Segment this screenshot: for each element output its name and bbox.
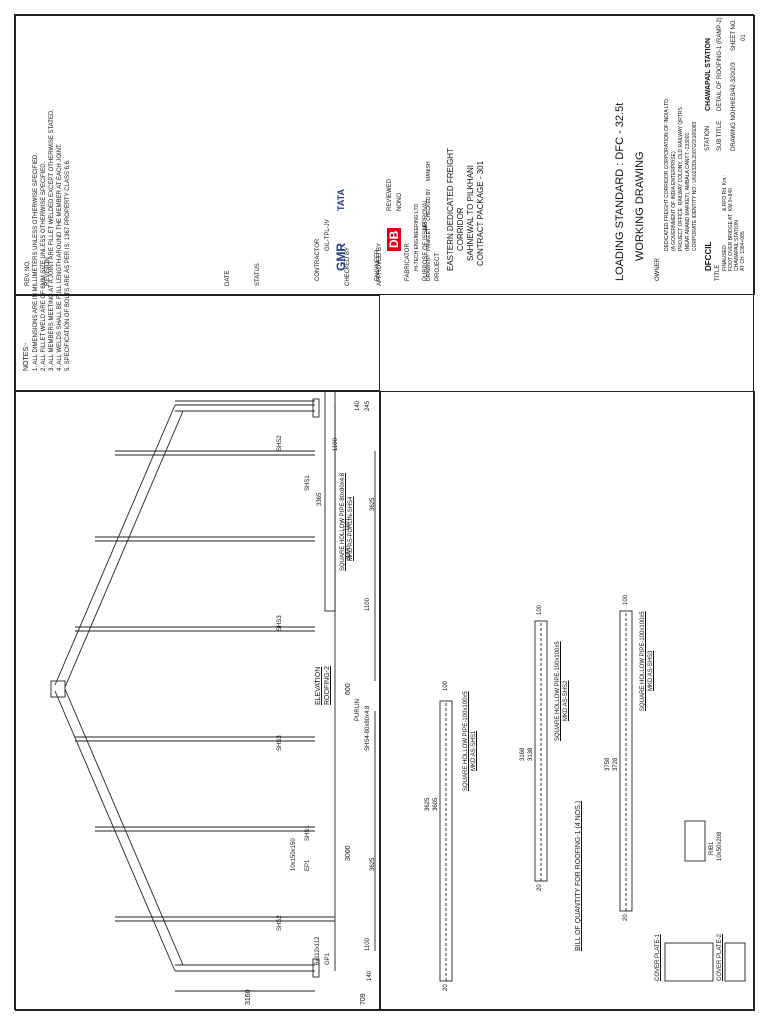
elevation-drawing bbox=[50, 398, 376, 992]
member1-dim-a: 3605 bbox=[433, 797, 439, 811]
owner-line-3: PROJECT OFFICE: RAILWAY COLONY, OLD RAIL… bbox=[678, 105, 684, 251]
member2-dim-d: 20 bbox=[537, 884, 543, 891]
member2-dim-b: 3168 bbox=[520, 747, 526, 761]
sub-title: DETAIL OF ROOFING-1 (RAMP-2) bbox=[717, 17, 723, 111]
fabricator-label: FABRICATOR bbox=[405, 243, 411, 281]
reviewed-label: REVIEWED bbox=[387, 178, 393, 211]
purlin-dim: 3365 bbox=[317, 492, 323, 506]
member2-mkd: MKD AS-SHS2 bbox=[563, 680, 569, 721]
project-line-3: SAHNEWAL TO PILKHANI bbox=[466, 164, 475, 261]
member3-dim-c: 100 bbox=[623, 594, 629, 605]
title-label: TITLE bbox=[715, 264, 721, 281]
member2-dim-a: 3138 bbox=[528, 747, 534, 761]
notes-heading: NOTES:- bbox=[23, 342, 30, 371]
member1-dim-d: 20 bbox=[443, 984, 449, 991]
landscape-drawing: ELEVATION ROOFING-2 3000 600 3000 3160 7… bbox=[15, 15, 755, 1011]
owner-line-1: DEDICATED FREIGHT CORRIDOR CORPORATION O… bbox=[664, 97, 670, 251]
tata-logo: TATA bbox=[336, 189, 346, 211]
fabricator: HI-TECH ENGINEERING LTD bbox=[414, 203, 420, 271]
member2-dim-c: 100 bbox=[537, 604, 543, 615]
drawing-no: HH/ES/42-320/2/3 bbox=[731, 62, 737, 111]
project-line-4: CONTRACT PACKAGE - 301 bbox=[476, 160, 485, 266]
member3-mkd: MKD AS-SHS3 bbox=[648, 650, 654, 691]
drawing-label: DRAWING NO. bbox=[731, 109, 737, 151]
owner-line-4: (NEAR ANAND MARKET), AMBALA CANTT -13300… bbox=[685, 132, 691, 251]
purlin-title: SQUARE HOLLOW PIPE-80x80x4.8 bbox=[340, 472, 346, 571]
db-logo: DB bbox=[387, 227, 401, 251]
sub-title-label: SUB TITLE bbox=[717, 120, 723, 151]
member3-dim-d: 20 bbox=[623, 914, 629, 921]
sheet-label: SHEET NO. bbox=[731, 18, 737, 51]
member3-dim-a: 3728 bbox=[613, 757, 619, 771]
boq-title: BILL OF QUANTITY FOR ROOFING-1 (4 NOS.) bbox=[575, 800, 582, 951]
name-2: MANISH bbox=[426, 161, 432, 181]
owner-label: OWNER bbox=[655, 258, 661, 281]
name-1: PANKEET bbox=[426, 228, 432, 251]
revision-col-status: STATUS bbox=[255, 263, 261, 286]
member1-title: SQUARE HOLLOW PIPE-100x100x5 bbox=[463, 691, 469, 791]
working-drawing: WORKING DRAWING bbox=[634, 151, 646, 261]
title-line-4: AT CH: 1364+085 bbox=[740, 231, 746, 271]
project-line-2: CORRIDOR bbox=[456, 207, 465, 251]
revision-col-date: DATE bbox=[225, 270, 231, 286]
dfccil-label: DFCCIL bbox=[704, 241, 713, 271]
member3-title: SQUARE HOLLOW PIPE-100x100x5 bbox=[640, 611, 646, 711]
owner-line-5: CORPORATE IDENTITY NO.: U60232DL2007GOI1… bbox=[692, 121, 698, 251]
checked-by-label: CHECKED BY bbox=[426, 188, 432, 221]
nono-label: NONO bbox=[397, 193, 403, 211]
contractor-jv: GIL-TPL-JV bbox=[325, 219, 331, 251]
loading-standard: LOADING STANDARD : DFC - 32.5t bbox=[614, 102, 626, 281]
project-line-1: EASTERN DEDICATED FREIGHT bbox=[446, 148, 455, 271]
sheet-no: 01 bbox=[741, 34, 747, 41]
station-label: STATION bbox=[705, 125, 711, 151]
drawn-by-label: DRAWN BY bbox=[426, 254, 432, 281]
approved-by: APPROVED BY bbox=[377, 242, 383, 286]
project-label: PROJECT bbox=[435, 252, 441, 281]
revision-col-no: REV. NO. bbox=[25, 260, 31, 286]
contractor-label: CONTRACTOR bbox=[315, 238, 321, 281]
member-drawings bbox=[324, 390, 746, 982]
member2-title: SQUARE HOLLOW PIPE-100x100x5 bbox=[555, 641, 561, 741]
member1-dim-b: 3625 bbox=[425, 797, 431, 811]
member1-dim-c: 100 bbox=[443, 680, 449, 691]
cover-plate-1-title: COVER PLATE-1 bbox=[655, 934, 661, 981]
station: CHAWAPAIL STATION bbox=[705, 38, 712, 111]
cover-plate-2-title: COVER PLATE-2 bbox=[717, 934, 723, 981]
member1-mkd: MKD AS-SHS1 bbox=[471, 730, 477, 771]
member3-dim-b: 3758 bbox=[605, 757, 611, 771]
rib-size: 10x50x208 bbox=[717, 831, 723, 861]
drawing-sheet: ELEVATION ROOFING-2 3000 600 3000 3160 7… bbox=[14, 14, 755, 1011]
title-line-6: KM 9+840 bbox=[728, 188, 734, 211]
rib-label: RIB1 bbox=[709, 841, 715, 855]
revision-col-revision: REVISION bbox=[45, 257, 51, 286]
purlin-mkd: MKD AS-PURLIN-SHS4 bbox=[348, 496, 354, 561]
owner-line-2: (A GOVERNMENT OF INDIA ENTERPRISE) bbox=[671, 151, 677, 251]
checked-by: CHECKED BY bbox=[345, 246, 351, 286]
